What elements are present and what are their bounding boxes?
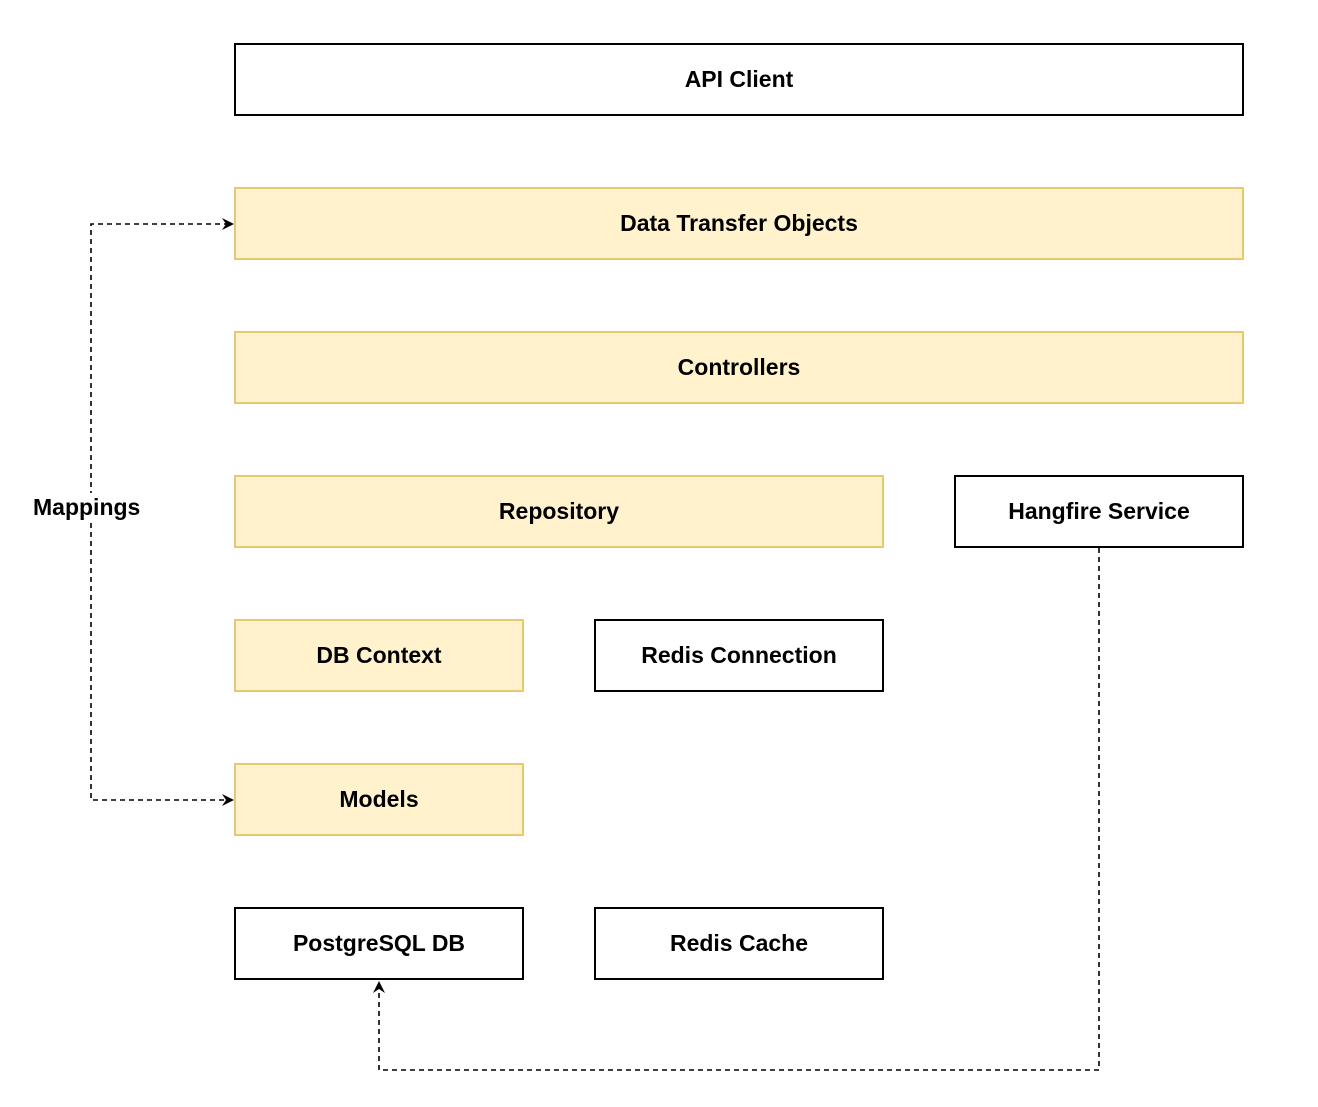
redis-connection-node: Redis Connection (594, 619, 884, 692)
models-label: Models (339, 786, 419, 812)
mappings-edge-to-dto (90, 218, 234, 505)
mappings-edge-to-models (90, 505, 234, 806)
postgresql-db-node: PostgreSQL DB (234, 907, 524, 980)
hangfire-service-node: Hangfire Service (954, 475, 1244, 548)
repository-node: Repository (234, 475, 884, 548)
models-node: Models (234, 763, 524, 836)
db-context-node: DB Context (234, 619, 524, 692)
api-client-node: API Client (234, 43, 1244, 116)
db-context-label: DB Context (316, 642, 442, 668)
repository-label: Repository (498, 498, 620, 524)
controllers-node: Controllers (234, 331, 1244, 404)
hangfire-service-label: Hangfire Service (1008, 498, 1190, 524)
hangfire-to-postgres-edge (373, 548, 1100, 1071)
redis-cache-label: Redis Cache (669, 930, 809, 956)
api-client-label: API Client (684, 66, 794, 92)
dto-node: Data Transfer Objects (234, 187, 1244, 260)
redis-connection-label: Redis Connection (641, 642, 837, 668)
mappings-edge-label: Mappings (31, 493, 143, 521)
redis-cache-node: Redis Cache (594, 907, 884, 980)
postgresql-db-label: PostgreSQL DB (292, 930, 466, 956)
dto-label: Data Transfer Objects (620, 210, 858, 236)
controllers-label: Controllers (677, 354, 801, 380)
